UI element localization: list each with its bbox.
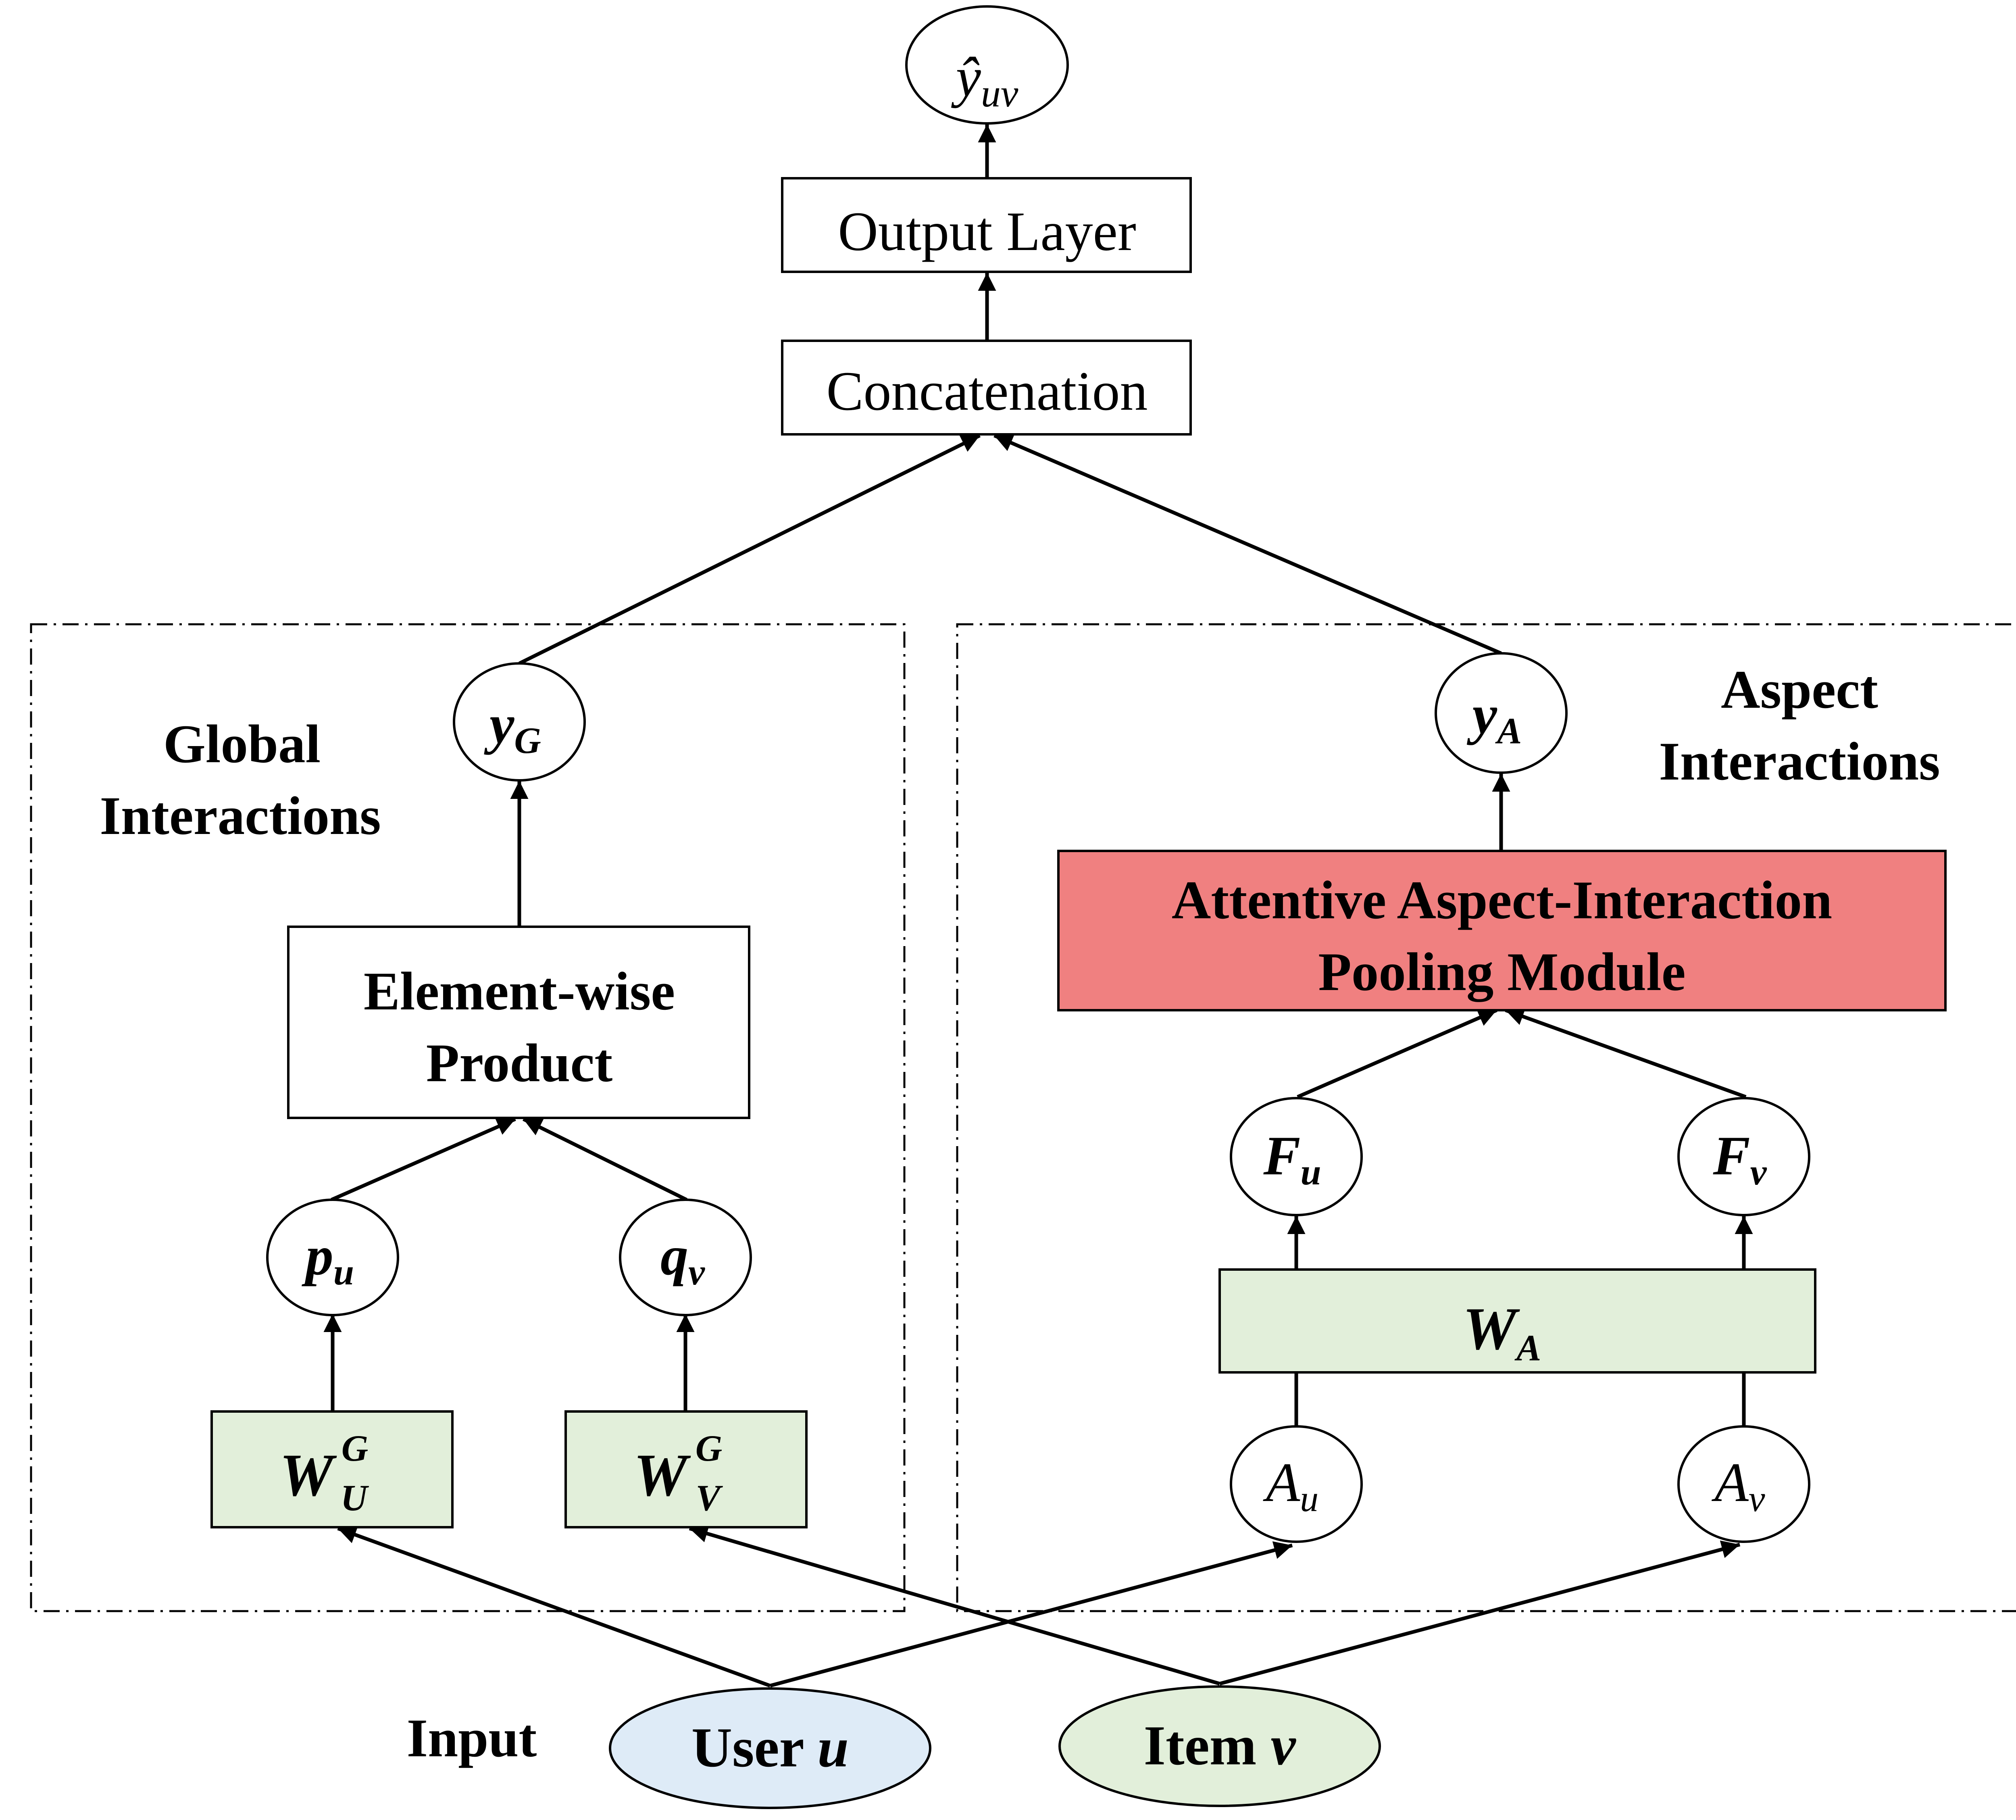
edge-fu-to-attentive <box>1297 1008 1497 1099</box>
edge-yg-to-concat <box>519 434 981 665</box>
wug-sub: U <box>341 1477 369 1518</box>
au-label: Au <box>1263 1451 1318 1519</box>
global-interactions-group <box>30 623 906 1612</box>
concatenation-box <box>781 340 1192 436</box>
wa-label: WA <box>1463 1295 1541 1368</box>
fv-node <box>1677 1097 1810 1216</box>
edges <box>323 124 1753 1688</box>
user-node <box>609 1687 931 1809</box>
pu-label: pu <box>302 1225 354 1293</box>
edge-fv-to-attentive <box>1505 1008 1747 1099</box>
edge-user-to-au <box>769 1541 1293 1688</box>
user-label: User u <box>691 1716 849 1779</box>
ya-node <box>1435 652 1568 774</box>
concatenation-label: Concatenation <box>826 360 1148 422</box>
au-node <box>1230 1425 1363 1543</box>
wvg-base: W <box>633 1442 691 1509</box>
edge-user-to-wug <box>337 1526 771 1688</box>
qv-node <box>619 1199 752 1316</box>
wvg-sub: V <box>696 1477 723 1518</box>
edge-qv-to-elementwise <box>523 1117 687 1202</box>
wug-sup: G <box>342 1428 368 1469</box>
element-wise-product-box <box>287 926 750 1119</box>
edge-pu-to-elementwise <box>331 1117 516 1202</box>
qv-label: qv <box>660 1225 705 1293</box>
attentive-pooling-box <box>1057 850 1947 1011</box>
output-prediction-label: ŷuv <box>951 46 1018 115</box>
wug-base: W <box>279 1442 337 1509</box>
wa-weight-box <box>1218 1268 1816 1374</box>
yg-node <box>453 662 586 782</box>
output-layer-box <box>781 177 1192 273</box>
output-layer-label: Output Layer <box>838 200 1136 262</box>
wvg-weight-box <box>564 1410 808 1528</box>
edge-ya-to-concat <box>993 434 1502 655</box>
fu-label: Fu <box>1263 1125 1321 1192</box>
fv-label: Fv <box>1713 1125 1767 1192</box>
av-label: Av <box>1711 1451 1765 1519</box>
output-prediction-node <box>905 5 1069 125</box>
input-label: Input <box>407 1708 537 1768</box>
item-label: Item v <box>1143 1714 1296 1777</box>
aspect-interactions-group <box>956 623 2016 1612</box>
wug-weight-box <box>210 1410 454 1528</box>
pu-node <box>266 1199 399 1316</box>
item-node <box>1058 1685 1381 1807</box>
fu-node <box>1230 1097 1363 1216</box>
edge-item-to-av <box>1219 1540 1741 1686</box>
av-node <box>1677 1425 1810 1543</box>
wvg-sup: G <box>696 1428 722 1469</box>
edge-item-to-wvg <box>689 1525 1220 1686</box>
